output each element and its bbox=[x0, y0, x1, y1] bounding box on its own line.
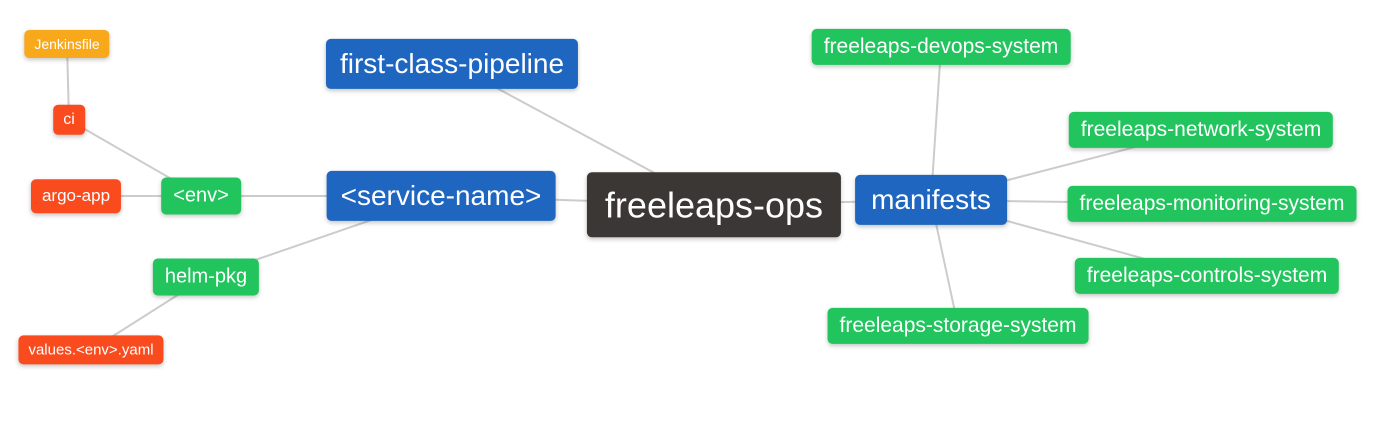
node-values-env-yaml[interactable]: values.<env>.yaml bbox=[18, 335, 164, 365]
node-first-class-pipeline[interactable]: first-class-pipeline bbox=[325, 38, 579, 90]
node-service-name[interactable]: <service-name> bbox=[326, 170, 556, 222]
node-controls-system[interactable]: freeleaps-controls-system bbox=[1074, 257, 1340, 295]
node-devops-system[interactable]: freeleaps-devops-system bbox=[811, 28, 1071, 66]
node-helm-pkg[interactable]: helm-pkg bbox=[152, 258, 260, 296]
edge-manifests-devops-system bbox=[930, 46, 942, 201]
node-manifests[interactable]: manifests bbox=[855, 174, 1007, 226]
node-env[interactable]: <env> bbox=[161, 177, 241, 215]
node-ci[interactable]: ci bbox=[53, 104, 85, 136]
node-jenkinsfile[interactable]: Jenkinsfile bbox=[24, 29, 110, 59]
node-argo-app[interactable]: argo-app bbox=[30, 179, 122, 213]
node-storage-system[interactable]: freeleaps-storage-system bbox=[827, 307, 1089, 345]
node-monitoring-system[interactable]: freeleaps-monitoring-system bbox=[1067, 185, 1357, 223]
node-freeleaps-ops[interactable]: freeleaps-ops bbox=[586, 172, 842, 238]
node-network-system[interactable]: freeleaps-network-system bbox=[1068, 111, 1334, 149]
